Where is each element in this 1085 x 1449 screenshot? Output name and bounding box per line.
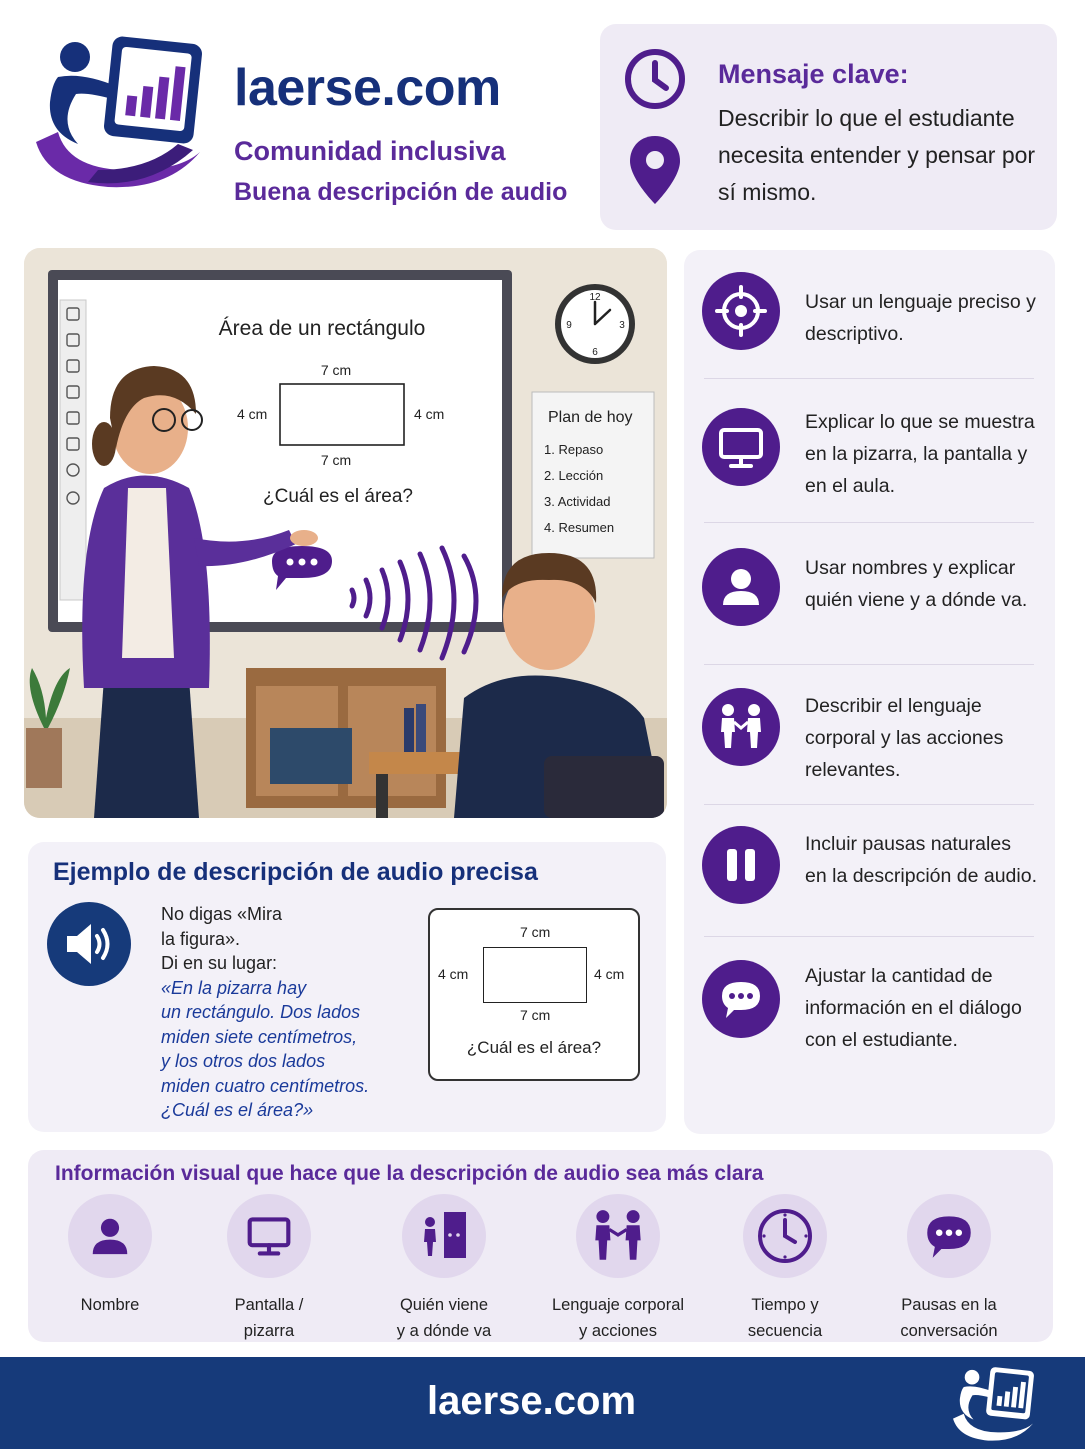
visual-item-screen: Pantalla /pizarra xyxy=(179,1194,359,1344)
two-people-icon xyxy=(702,688,780,766)
fig-question: ¿Cuál es el área? xyxy=(466,1038,602,1057)
clock-3: 3 xyxy=(619,320,625,331)
example-quote-line: miden cuatro centímetros. xyxy=(161,1075,370,1096)
person-icon xyxy=(68,1194,152,1278)
header: laerse.com Comunidad inclusiva Buena des… xyxy=(0,0,1085,240)
brand-subtitle-2: Buena descripción de audio xyxy=(234,178,568,206)
chat-bubble-icon xyxy=(907,1194,991,1278)
clock-9: 9 xyxy=(566,320,572,331)
rectangle-figure: 7 cm 7 cm 4 cm 4 cm ¿Cuál es el área? xyxy=(428,908,640,1081)
example-text: No digas «Mira la figura». Di en su luga… xyxy=(161,902,391,1123)
fig-left-label: 4 cm xyxy=(438,966,469,982)
tip-text: Ajustar la cantidad de información en el… xyxy=(805,965,1022,1051)
tips-panel: Usar un lenguaje preciso y descriptivo. … xyxy=(684,250,1055,1134)
key-message-title: Mensaje clave: xyxy=(718,59,909,89)
brand-title: laerse.com xyxy=(234,59,501,117)
fig-top-label: 7 cm xyxy=(520,924,551,940)
board-title: Área de un rectángulo xyxy=(219,317,426,340)
monitor-icon xyxy=(702,408,780,486)
visual-item-name: Nombre xyxy=(20,1194,200,1318)
clock-icon xyxy=(625,49,685,109)
person-icon xyxy=(702,548,780,626)
classroom-drawing: Área de un rectángulo 7 cm 7 cm 4 cm 4 c… xyxy=(24,248,667,818)
example-box: Ejemplo de descripción de audio precisa … xyxy=(28,842,666,1132)
divider xyxy=(704,378,1034,379)
example-quote-line: un rectángulo. Dos lados xyxy=(161,1002,361,1022)
fig-bottom-label: 7 cm xyxy=(520,1007,551,1023)
pause-icon xyxy=(702,826,780,904)
speaker-icon xyxy=(47,902,131,986)
monitor-icon xyxy=(227,1194,311,1278)
visual-item-label: Pantalla /pizarra xyxy=(234,1296,304,1340)
plan-item: 1. Repaso xyxy=(544,442,603,457)
plan-item: 4. Resumen xyxy=(544,520,614,535)
visual-info-section: Información visual que hace que la descr… xyxy=(28,1150,1053,1342)
example-line: Di en su lugar: xyxy=(161,953,278,973)
clock-icon xyxy=(743,1194,827,1278)
tip-text: Describir el lenguaje corporal y las acc… xyxy=(805,695,1004,781)
visual-item-label: Nombre xyxy=(80,1296,140,1314)
plan-item: 2. Lección xyxy=(544,468,603,483)
clock-12: 12 xyxy=(589,292,601,303)
brand-subtitle: Comunidad inclusiva xyxy=(234,136,506,166)
tip-text: Incluir pausas naturales en la descripci… xyxy=(805,833,1037,887)
board-top-label: 7 cm xyxy=(321,362,351,378)
footer-brand[interactable]: laerse.com xyxy=(426,1379,637,1423)
board-right-label: 4 cm xyxy=(414,406,444,422)
example-quote-line: miden siete centímetros, xyxy=(161,1026,358,1047)
clock-6: 6 xyxy=(592,347,598,358)
example-title: Ejemplo de descripción de audio precisa xyxy=(53,858,538,886)
door-person-icon xyxy=(402,1194,486,1278)
footer: laerse.com xyxy=(0,1357,1085,1449)
example-quote-line: ¿Cuál es el área?» xyxy=(161,1100,314,1120)
divider xyxy=(704,804,1034,805)
classroom-illustration: Área de un rectángulo 7 cm 7 cm 4 cm 4 c… xyxy=(24,248,667,818)
target-icon xyxy=(702,272,780,350)
visual-info-title: Información visual que hace que la descr… xyxy=(55,1162,764,1185)
tip-text: Usar un lenguaje preciso y descriptivo. xyxy=(805,291,1036,345)
tip-text: Explicar lo que se muestra en la pizarra… xyxy=(805,411,1035,497)
example-line: la figura». xyxy=(161,928,241,949)
example-quote-line: y los otros dos lados xyxy=(161,1051,326,1071)
laerse-logo xyxy=(36,36,202,188)
location-pin-icon xyxy=(630,136,680,204)
tip-text: Usar nombres y explicar quién viene y a … xyxy=(805,557,1028,611)
two-people-icon xyxy=(576,1194,660,1278)
plan-title: Plan de hoy xyxy=(548,409,633,426)
laerse-logo xyxy=(953,1367,1034,1441)
fig-right-label: 4 cm xyxy=(594,966,625,982)
rectangle-shape xyxy=(483,947,587,1003)
example-quote-line: «En la pizarra hay xyxy=(161,977,307,998)
key-message-box: Mensaje clave: Describir lo que el estud… xyxy=(600,24,1057,230)
board-question: ¿Cuál es el área? xyxy=(263,486,413,507)
chat-bubble-icon xyxy=(702,960,780,1038)
plan-item: 3. Actividad xyxy=(544,494,611,509)
example-line: No digas «Mira xyxy=(161,904,283,924)
board-bottom-label: 7 cm xyxy=(321,452,351,468)
divider xyxy=(704,936,1034,937)
divider xyxy=(704,664,1034,665)
key-message-text: Describir lo que el estudiante necesita … xyxy=(718,105,1036,205)
board-left-label: 4 cm xyxy=(237,406,267,422)
divider xyxy=(704,522,1034,523)
